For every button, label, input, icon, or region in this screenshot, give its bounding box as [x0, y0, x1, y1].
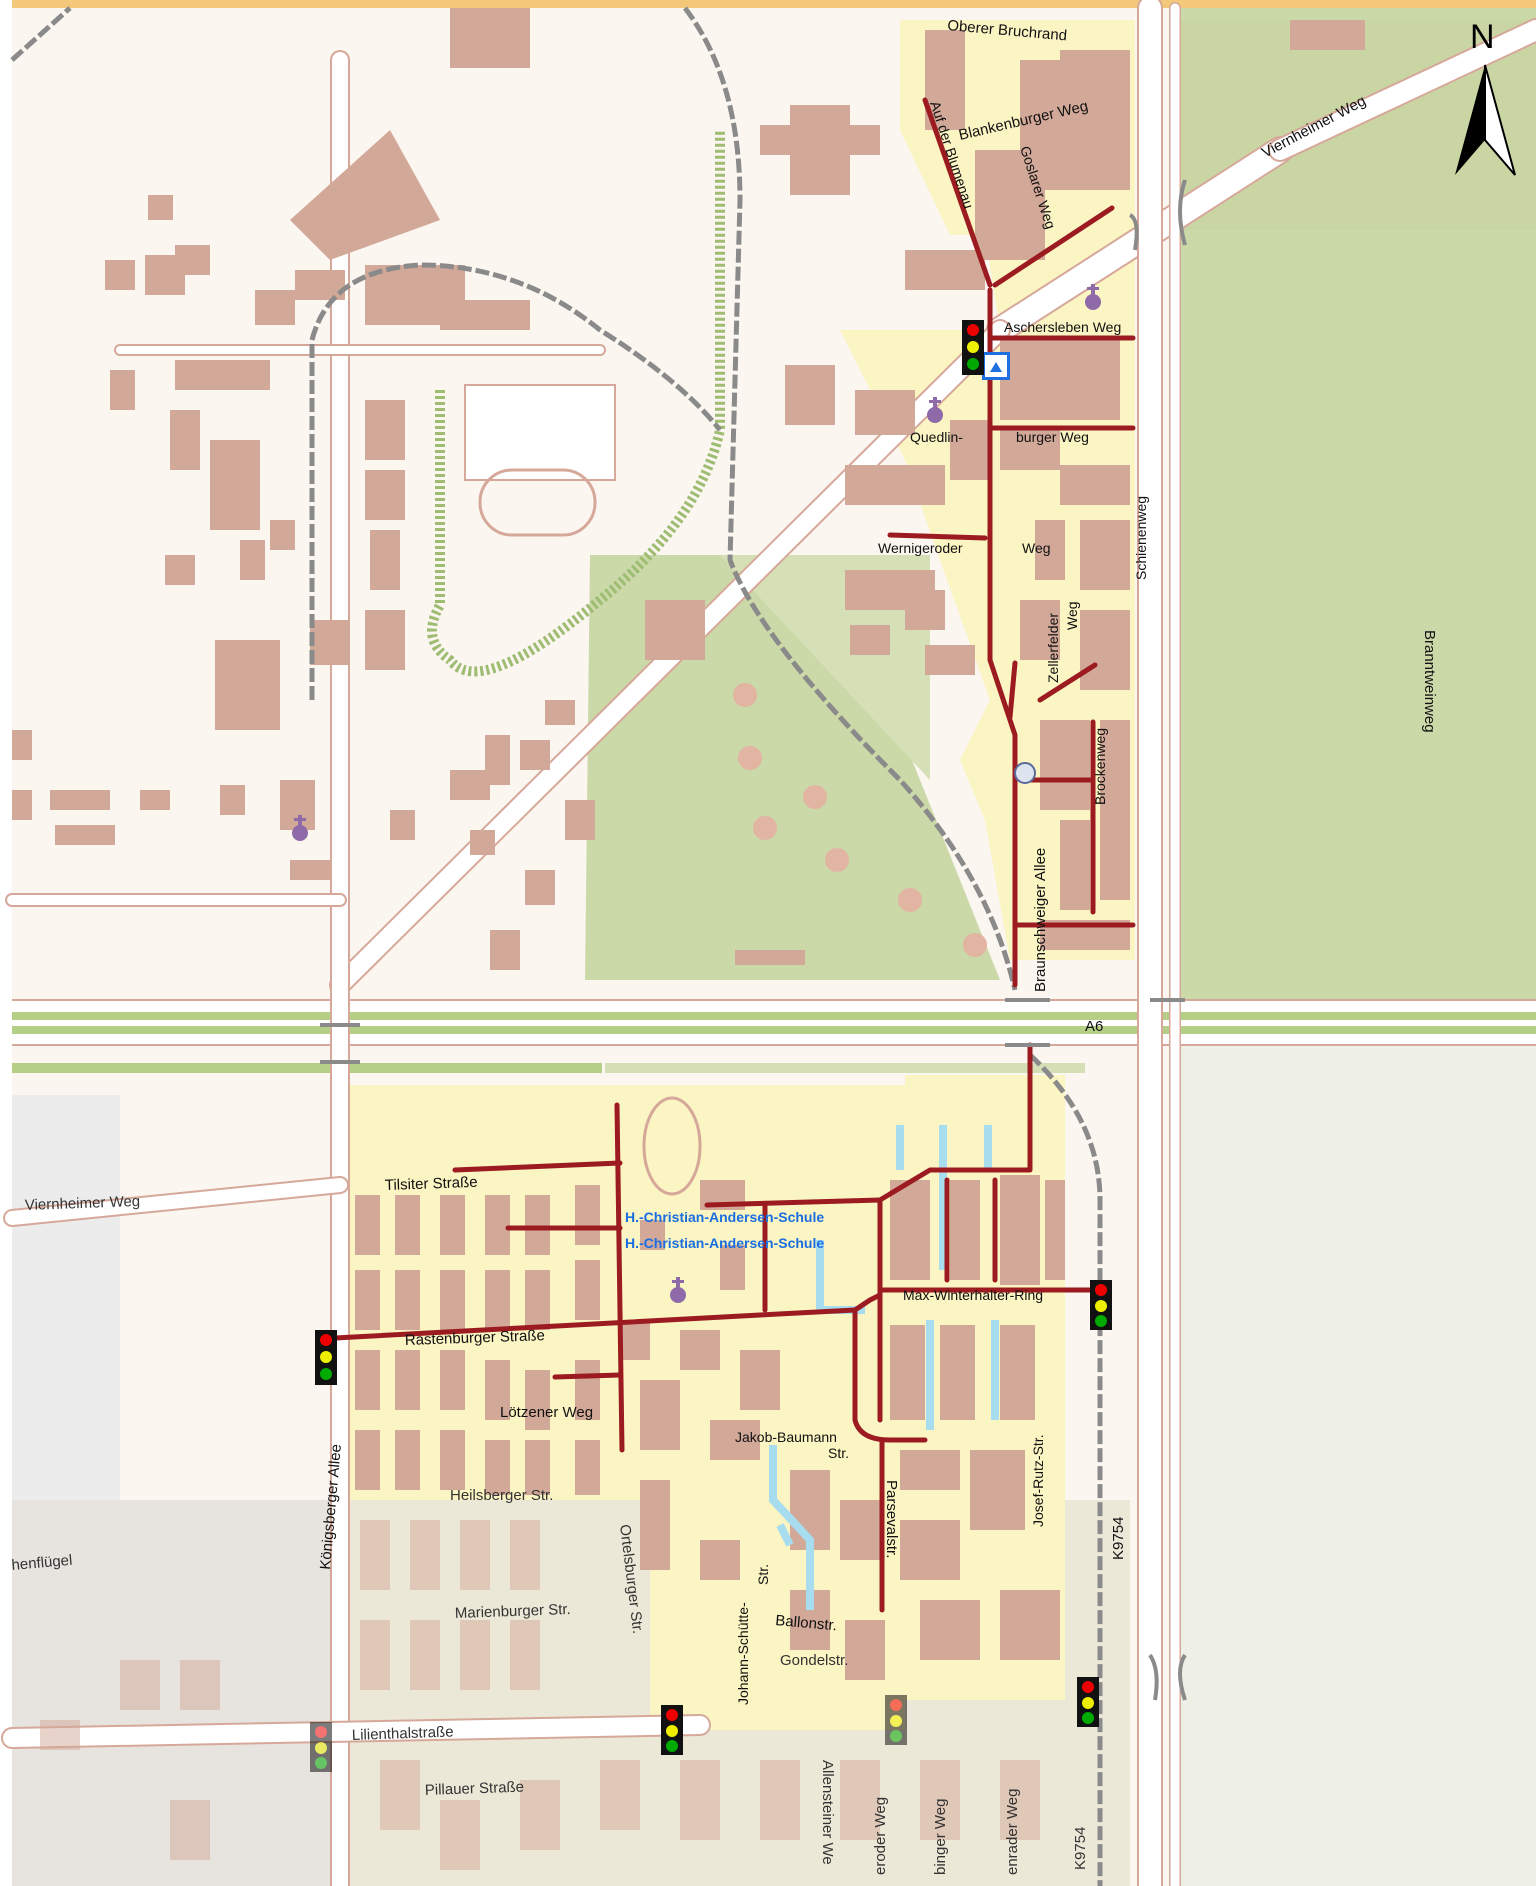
trees — [733, 683, 987, 957]
street-label: Pillauer Straße — [425, 1779, 525, 1799]
route-network — [332, 97, 1136, 1613]
north-arrow-icon — [1455, 64, 1516, 176]
header-band — [0, 0, 1536, 8]
north-label: N — [1470, 18, 1495, 56]
street-label: Rastenburger Straße — [405, 1327, 546, 1349]
street-label: Weg — [1064, 601, 1080, 630]
green-hedge — [427, 130, 725, 677]
railway — [10, 6, 1103, 1886]
street-label: A6 — [1085, 1018, 1103, 1035]
buildings — [12, 8, 1365, 1870]
sports-field — [464, 384, 702, 1196]
street-label: Schienenweg — [1133, 496, 1149, 580]
street-label: Wernigeroder — [878, 540, 963, 556]
street-label: enrader Weg — [1004, 1789, 1021, 1875]
school-label: H.-Christian-Andersen-Schule — [625, 1235, 824, 1251]
pedestrian-crossing-icon — [982, 352, 1010, 380]
street-label: Gondelstr. — [780, 1652, 848, 1669]
street-label: Branntweinweg — [1421, 630, 1438, 733]
street-label: henflügel — [11, 1552, 73, 1574]
street-label: binger Weg — [932, 1799, 949, 1875]
street-label: Allensteiner We — [819, 1760, 836, 1865]
street-label: Marienburger Str. — [455, 1601, 571, 1622]
a6-highway — [12, 999, 1536, 1073]
street-label: Lilienthalstraße — [352, 1723, 454, 1744]
street-label: Quedlin- — [910, 429, 963, 445]
street-label: Aschersleben Weg — [1004, 319, 1121, 335]
church-icon — [292, 284, 1101, 1303]
street-label: K9754 — [1072, 1827, 1089, 1870]
street-label: Viernheimer Weg — [25, 1193, 141, 1214]
street-label: Johann-Schütte- — [735, 1602, 751, 1705]
street-label: Ballonstr. — [775, 1612, 838, 1634]
street-label: K9754 — [1110, 1517, 1127, 1560]
traffic-light-icon — [310, 320, 1112, 1772]
street-label: Lötzener Weg — [500, 1404, 593, 1421]
street-label: Str. — [828, 1445, 849, 1461]
street-label: Tilsiter Straße — [385, 1174, 478, 1194]
street-label: Josef-Rutz-Str. — [1030, 1434, 1046, 1527]
street-label: burger Weg — [1016, 429, 1089, 445]
street-label: eroder Weg — [872, 1797, 889, 1875]
street-label: Str. — [755, 1564, 771, 1585]
street-label: Brockenweg — [1092, 728, 1108, 805]
left-margin — [0, 0, 12, 1886]
street-label: Max-Winterhalter-Ring — [903, 1287, 1043, 1303]
school-label: H.-Christian-Andersen-Schule — [625, 1209, 824, 1225]
faded-fields — [1180, 1045, 1536, 1886]
faded-west — [12, 1095, 120, 1505]
roundabout-icon — [1014, 762, 1036, 784]
street-label: Weg — [1022, 540, 1051, 556]
overpass-marks — [320, 179, 1187, 1701]
street-label: Jakob-Baumann — [735, 1429, 837, 1445]
street-label: Parsevalstr. — [883, 1480, 900, 1558]
street-label: Braunschweiger Allee — [1032, 848, 1049, 992]
street-label: Zellerfelder — [1045, 613, 1061, 683]
street-label: Heilsberger Str. — [450, 1487, 553, 1504]
